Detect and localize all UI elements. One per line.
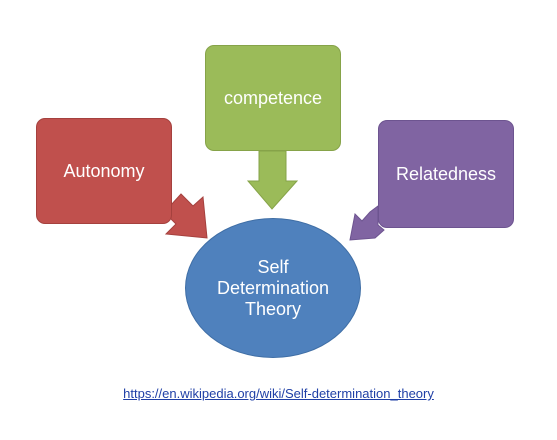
node-relatedness: Relatedness — [378, 120, 514, 228]
node-autonomy-label: Autonomy — [63, 160, 145, 181]
node-competence: competence — [205, 45, 341, 151]
center-label-line-3: Theory — [244, 298, 302, 319]
wikipedia-source-link[interactable]: https://en.wikipedia.org/wiki/Self-deter… — [123, 386, 434, 401]
node-autonomy: Autonomy — [36, 118, 172, 224]
node-self-determination-theory: Self Determination Theory — [185, 218, 361, 358]
arrow-relatedness-to-center — [349, 205, 385, 241]
node-competence-label: competence — [223, 87, 323, 108]
arrow-competence-to-center — [246, 150, 299, 210]
center-label-line-2: Determination — [216, 277, 330, 298]
center-label-line-1: Self — [257, 256, 289, 277]
node-relatedness-label: Relatedness — [395, 163, 497, 184]
